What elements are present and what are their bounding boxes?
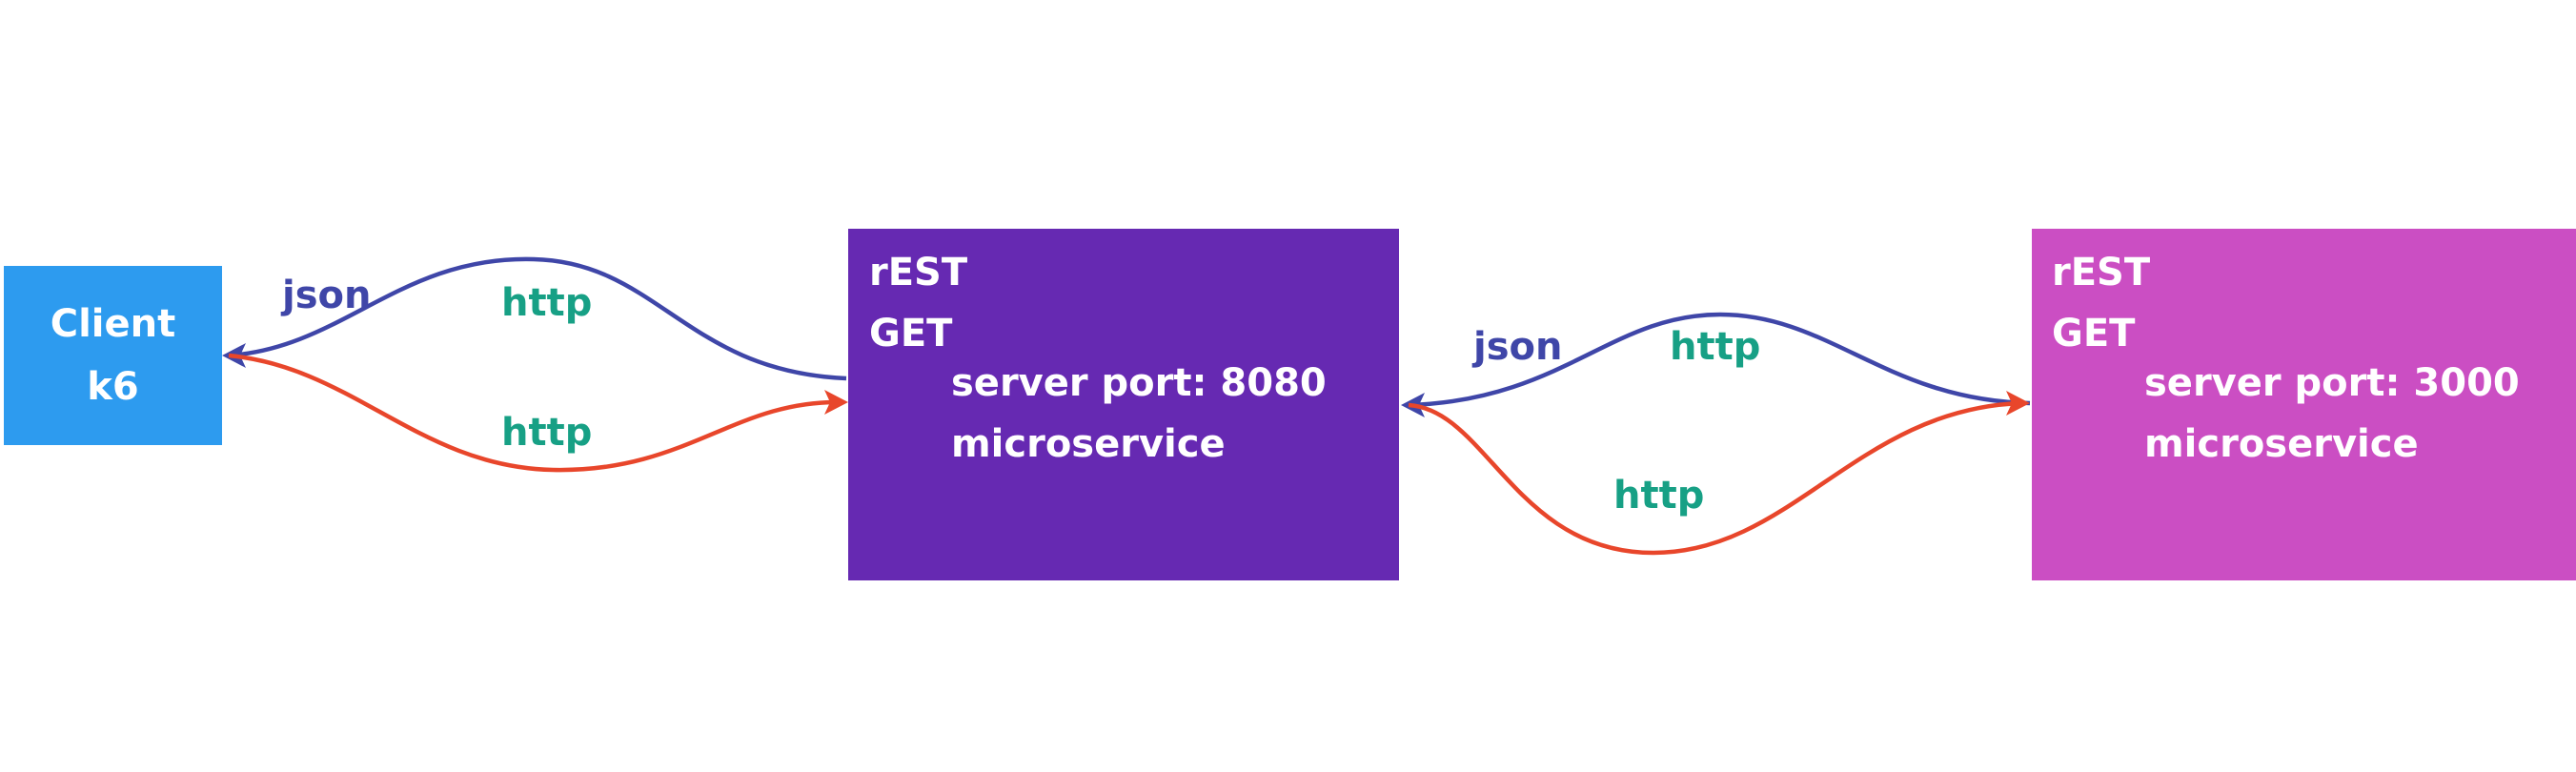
- left-request-protocol-label: http: [501, 411, 593, 455]
- service-method: GET: [869, 312, 953, 356]
- right-response-protocol-label: http: [1670, 325, 1761, 369]
- left-response-format-label: json: [282, 274, 372, 317]
- microservice-3000-box: rEST GET server port: 3000 microservice: [2032, 229, 2576, 580]
- request-arrowhead-8080: [824, 390, 848, 415]
- response-arrow-3000-to-8080: [1408, 312, 2031, 408]
- service-name: microservice: [2144, 422, 2419, 466]
- left-response-protocol-label: http: [501, 281, 593, 325]
- service-port: server port: 8080: [951, 361, 1327, 405]
- request-arrow-8080-to-3000: [1408, 400, 2023, 556]
- request-arrow-client-to-8080: [228, 353, 842, 473]
- service-api-style: rEST: [2052, 251, 2151, 295]
- right-response-format-label: json: [1473, 325, 1563, 369]
- right-request-protocol-label: http: [1613, 474, 1705, 518]
- client-tool: k6: [87, 365, 139, 409]
- response-arrow-8080-to-client: [228, 256, 847, 381]
- client-k6-box: Client k6: [4, 266, 222, 445]
- service-api-style: rEST: [869, 251, 968, 295]
- client-title: Client: [50, 302, 176, 346]
- service-name: microservice: [951, 422, 1226, 466]
- request-arrowhead-3000: [2006, 391, 2030, 416]
- microservice-8080-box: rEST GET server port: 8080 microservice: [848, 229, 1399, 580]
- service-port: server port: 3000: [2144, 361, 2520, 405]
- service-method: GET: [2052, 312, 2136, 356]
